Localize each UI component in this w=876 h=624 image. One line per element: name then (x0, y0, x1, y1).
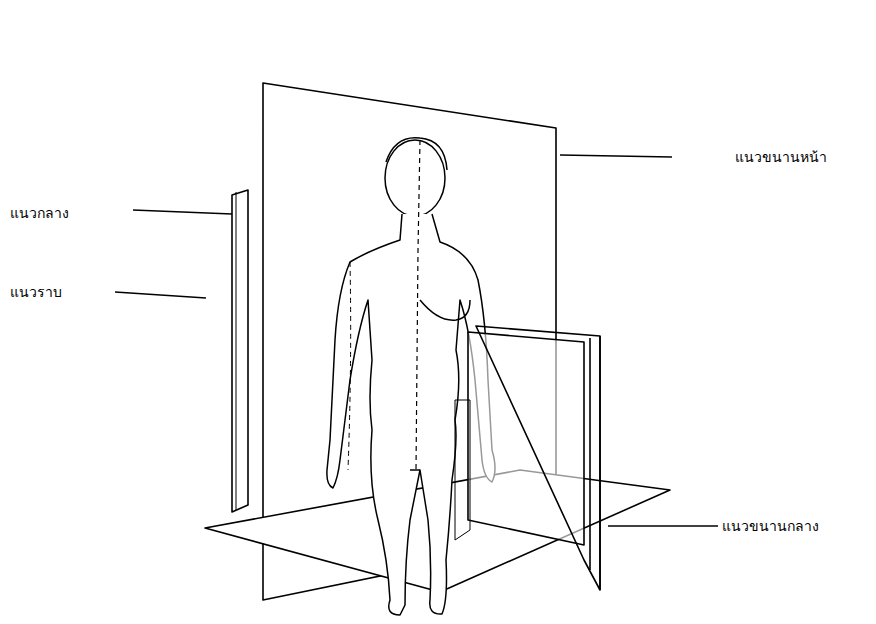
median-plane-front (455, 400, 470, 540)
median-plane-edge (236, 192, 237, 510)
parasagittal-edge (589, 338, 591, 570)
parasagittal-edge (599, 336, 601, 590)
plane-label: แนวกลาง (10, 204, 69, 222)
plane-label: แนวราบ (10, 283, 62, 301)
leader-lines (115, 155, 718, 526)
plane-label: แนวขนานหน้า (735, 148, 827, 166)
parasagittal-plane (468, 332, 584, 545)
side-line (348, 262, 351, 470)
plane-label: แนวขนานกลาง (722, 517, 819, 535)
median-plane (232, 190, 248, 512)
median-line (416, 140, 420, 470)
parasagittal-plane-edge (476, 326, 600, 590)
